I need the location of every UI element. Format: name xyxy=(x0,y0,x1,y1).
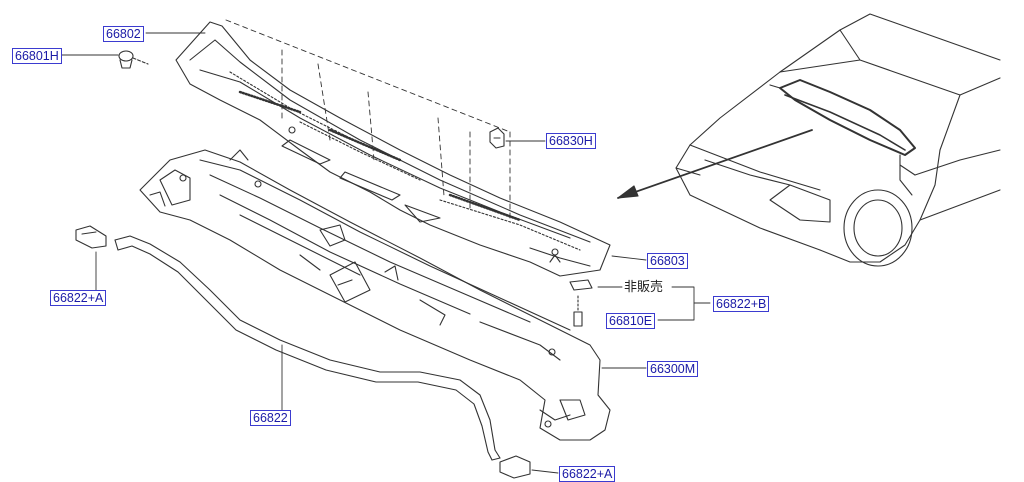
fitting-66822b-icon xyxy=(569,279,593,291)
leader-lines xyxy=(61,32,711,474)
screw-66810e-icon xyxy=(573,295,583,327)
label-66801h[interactable]: 66801H xyxy=(12,48,62,64)
fitting-66822a-bottom-icon xyxy=(499,455,531,479)
cowl-top-panel xyxy=(175,21,611,277)
car-illustration xyxy=(617,13,1001,267)
drain-tube xyxy=(114,235,501,461)
label-66810e[interactable]: 66810E xyxy=(606,313,656,329)
label-66822b[interactable]: 66822+B xyxy=(713,296,770,312)
clip-66830h-icon xyxy=(489,127,505,149)
label-66822[interactable]: 66822 xyxy=(250,410,291,426)
not-for-sale-label: 非販売 xyxy=(624,280,664,295)
cowl-lower-panel xyxy=(139,149,611,441)
label-66802[interactable]: 66802 xyxy=(103,26,144,42)
label-66300m[interactable]: 66300M xyxy=(647,361,699,377)
fitting-66822a-left-icon xyxy=(75,225,107,249)
label-66822a-left[interactable]: 66822+A xyxy=(50,290,107,306)
label-66803[interactable]: 66803 xyxy=(647,253,688,269)
assembly-dashed-lines xyxy=(225,19,511,221)
label-66822a-bottom[interactable]: 66822+A xyxy=(559,466,616,482)
bolt-66801h-icon xyxy=(118,50,149,69)
label-66830h[interactable]: 66830H xyxy=(546,133,596,149)
